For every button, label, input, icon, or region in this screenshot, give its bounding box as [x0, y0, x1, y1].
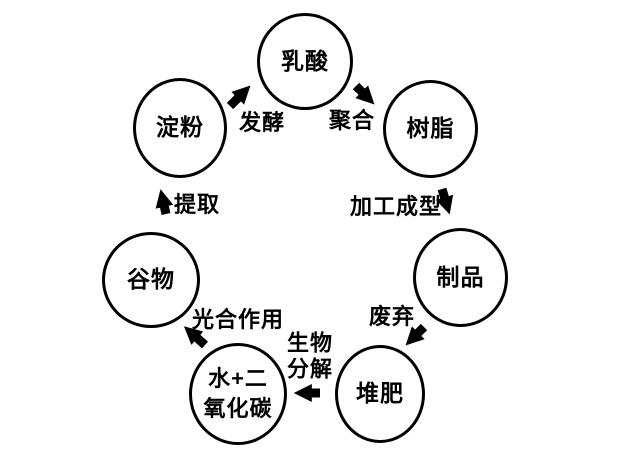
node-starch: 淀粉 [133, 78, 227, 178]
node-water-co2: 水+二 氧化碳 [189, 343, 287, 445]
edge-label-fermentation: 发酵 [238, 110, 286, 136]
node-compost: 堆肥 [335, 345, 425, 443]
arrow-starch-to-lactic-acid [226, 85, 251, 110]
arrow-grain-to-starch [155, 189, 174, 215]
edge-label-polymerization: 聚合 [328, 108, 376, 134]
edge-label-disposal: 废弃 [368, 304, 416, 330]
edge-label-processing: 加工成型 [349, 194, 443, 220]
arrow-water-co2-to-grain [183, 326, 208, 349]
node-lactic-acid: 乳酸 [257, 13, 353, 110]
edge-label-photosynthesis: 光合作用 [191, 307, 285, 333]
node-grain: 谷物 [102, 232, 200, 328]
edge-label-extraction: 提取 [173, 192, 221, 218]
arrow-lactic-acid-to-resin [352, 82, 375, 105]
edge-label-biodegradation: 生物 分解 [286, 330, 334, 381]
arrow-resin-to-product [435, 187, 454, 215]
arrow-product-to-compost [405, 323, 428, 346]
node-product: 制品 [413, 228, 508, 327]
node-resin: 树脂 [383, 80, 478, 178]
